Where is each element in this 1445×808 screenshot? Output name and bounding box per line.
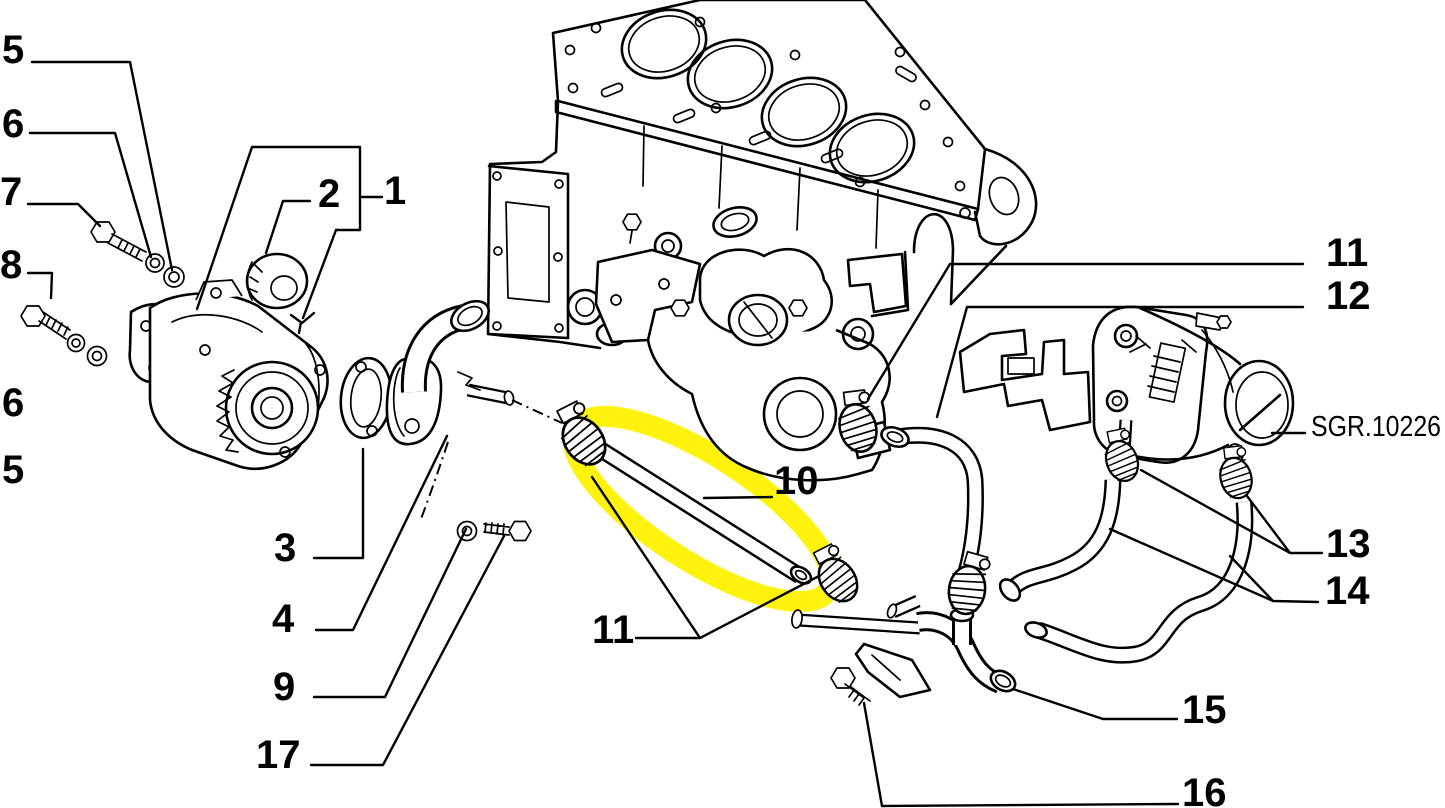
part-callout-1: 1 bbox=[384, 169, 406, 213]
outlet-elbow bbox=[385, 299, 515, 446]
part-callout-17: 17 bbox=[256, 733, 301, 777]
leader-lines bbox=[26, 60, 1324, 808]
part-callout-13: 13 bbox=[1326, 522, 1371, 566]
part-callout-15: 15 bbox=[1182, 688, 1227, 732]
part-callout-14: 14 bbox=[1325, 569, 1370, 613]
part-callout-3: 3 bbox=[274, 526, 296, 570]
bolt-17 bbox=[508, 520, 532, 542]
water-pump bbox=[128, 279, 329, 471]
part-callout-11: 11 bbox=[1326, 231, 1368, 275]
cylinder-bores bbox=[620, 8, 916, 184]
hose-clamp-outlet bbox=[944, 548, 993, 618]
housing-to-pipe-hose bbox=[880, 425, 984, 575]
part-callout-4: 4 bbox=[272, 597, 295, 641]
part-callout-6: 6 bbox=[2, 381, 24, 425]
water-distribution-housing bbox=[594, 247, 892, 482]
seal-ring bbox=[245, 252, 309, 310]
hose-clamp-13b bbox=[1211, 441, 1258, 503]
support-bracket bbox=[958, 328, 1092, 432]
gasket-3 bbox=[339, 356, 393, 440]
part-callout-12: 12 bbox=[1326, 274, 1371, 318]
part-callout-5: 5 bbox=[2, 28, 24, 72]
impeller-teeth bbox=[216, 369, 239, 453]
part-callout-2: 2 bbox=[318, 172, 340, 216]
thermostat-hoses bbox=[998, 479, 1254, 664]
bypass-tube-10 bbox=[587, 436, 813, 585]
part-callout-8: 8 bbox=[0, 243, 22, 287]
part-callout-7: 7 bbox=[0, 170, 22, 214]
water-pipe-assembly bbox=[791, 595, 1017, 706]
bolt-7 bbox=[90, 221, 116, 243]
washer-and-bolt bbox=[456, 520, 532, 542]
part-callout-10: 10 bbox=[774, 459, 819, 503]
reference-code: SGR.10226 bbox=[1311, 411, 1441, 443]
bolt-16 bbox=[830, 667, 856, 689]
left-fasteners bbox=[20, 221, 185, 367]
part-callout-6: 6 bbox=[2, 102, 24, 146]
part-callout-11: 11 bbox=[592, 608, 634, 652]
assembly-axis bbox=[420, 441, 449, 520]
gasket-holes bbox=[564, 16, 966, 192]
assembly-axis bbox=[511, 399, 563, 424]
part-callout-5: 5 bbox=[2, 448, 24, 492]
part-callout-9: 9 bbox=[273, 665, 295, 709]
part-callout-16: 16 bbox=[1182, 771, 1227, 808]
